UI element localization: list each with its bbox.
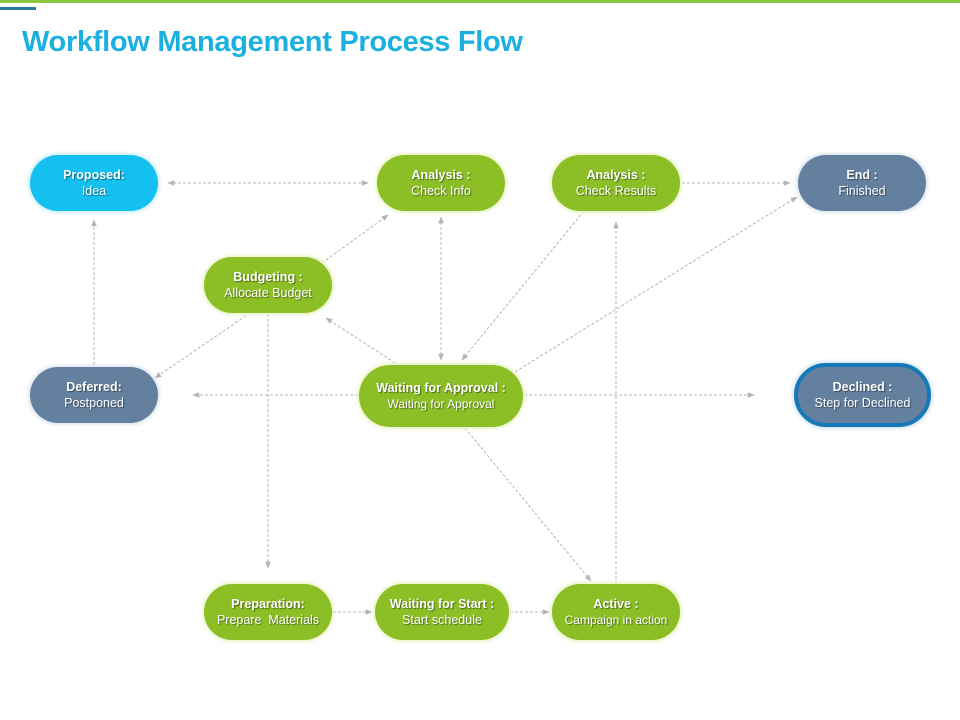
node-budgeting-subtitle: Allocate Budget [224,286,312,300]
node-analysis-check-info-subtitle: Check Info [411,184,471,198]
node-declined-title: Declined : [832,380,893,394]
connector-waiting-approval-end [514,196,798,373]
node-declined[interactable]: Declined : Step for Declined [794,363,931,427]
connector-budgeting-deferred [154,312,251,379]
node-proposed-subtitle: Idea [81,184,107,198]
top-accent-bar [0,0,960,3]
node-preparation-subtitle: Prepare Materials [216,613,320,627]
node-budgeting[interactable]: Budgeting : Allocate Budget [204,257,332,313]
connector-waiting-approval-active [464,427,592,582]
node-waiting-for-approval-subtitle: Waiting for Approval [387,397,495,411]
node-deferred-title: Deferred: [66,380,122,394]
node-end-subtitle: Finished [838,184,886,198]
node-analysis-check-results-title: Analysis : [586,168,646,182]
node-active-title: Active : [593,597,639,611]
node-active-subtitle: Campaign in action [564,613,668,627]
node-analysis-check-results-subtitle: Check Results [575,184,657,198]
node-analysis-check-info[interactable]: Analysis : Check Info [377,155,505,211]
node-waiting-for-approval-title: Waiting for Approval : [376,381,506,395]
node-preparation-title: Preparation: [231,597,305,611]
node-active[interactable]: Active : Campaign in action [552,584,680,640]
node-proposed-title: Proposed: [63,168,125,182]
top-accent-mark [0,7,36,10]
node-waiting-for-start[interactable]: Waiting for Start : Start schedule [375,584,509,640]
node-preparation[interactable]: Preparation: Prepare Materials [204,584,332,640]
connector-waiting-approval-budgeting [325,317,396,364]
node-waiting-for-approval[interactable]: Waiting for Approval : Waiting for Appro… [359,365,523,427]
node-deferred-subtitle: Postponed [64,396,124,410]
node-deferred[interactable]: Deferred: Postponed [30,367,158,423]
node-analysis-check-info-title: Analysis : [411,168,471,182]
node-analysis-check-results[interactable]: Analysis : Check Results [552,155,680,211]
node-waiting-for-start-title: Waiting for Start : [389,597,495,611]
page-title: Workflow Management Process Flow [22,26,523,58]
node-end[interactable]: End : Finished [798,155,926,211]
connector-budgeting-analysis-info [321,214,389,264]
node-budgeting-title: Budgeting : [233,270,303,284]
node-declined-subtitle: Step for Declined [814,396,911,410]
connector-analysis-results-waiting-approval [461,210,585,361]
node-proposed[interactable]: Proposed: Idea [30,155,158,211]
node-end-title: End : [846,168,878,182]
node-waiting-for-start-subtitle: Start schedule [402,613,482,627]
